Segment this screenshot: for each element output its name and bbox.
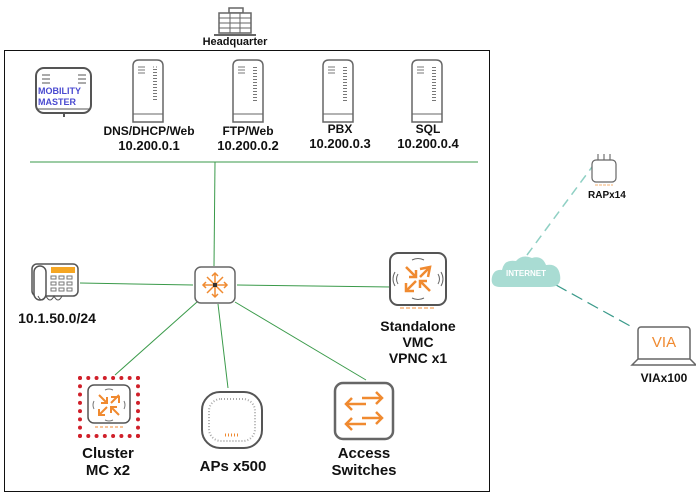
vmc-label-line3: VPNC x1 — [388, 350, 448, 367]
server-label-ftp: FTP/Web 10.200.0.2 — [206, 124, 290, 154]
server-icon — [132, 59, 164, 123]
cloud-icon — [491, 256, 561, 287]
switches-label-line1: Access — [337, 445, 391, 462]
server-label-sql: SQL 10.200.0.4 — [386, 122, 470, 152]
switches-label-line2: Switches — [331, 462, 397, 480]
switches-label: Access Switches — [318, 445, 410, 480]
phone-label: 10.1.50.0/24 — [18, 310, 96, 326]
cluster-label: Cluster MC x2 — [58, 445, 158, 480]
core-switch-icon — [194, 266, 236, 304]
internet-cloud-node[interactable]: INTERNET — [490, 253, 564, 289]
server-node-pbx[interactable] — [321, 58, 355, 129]
cluster-label-line2: MC x2 — [85, 462, 131, 480]
cluster-mc-node[interactable] — [78, 376, 140, 438]
vmc-controller-icon — [389, 252, 447, 309]
server-label-pbx: PBX 10.200.0.3 — [298, 122, 382, 152]
server-node-sql[interactable] — [410, 58, 444, 129]
internet-to-via-link — [555, 284, 633, 328]
ap-node[interactable] — [199, 389, 265, 456]
server-ip: 10.200.0.3 — [309, 135, 371, 151]
access-point-icon — [201, 391, 263, 449]
mobility-master-line2: MASTER — [38, 97, 76, 107]
server-node-dns[interactable] — [131, 58, 165, 129]
core-to-switches-link — [234, 301, 367, 381]
server-name: PBX — [327, 122, 353, 136]
server-node-ftp[interactable] — [231, 58, 265, 129]
server-name: DNS/DHCP/Web — [103, 124, 195, 138]
bus-to-core-link — [213, 161, 216, 267]
vmc-node[interactable] — [386, 250, 450, 317]
via-laptop-node[interactable]: VIA — [630, 325, 696, 367]
via-label: VIAx100 — [640, 371, 688, 385]
server-name: SQL — [415, 122, 441, 136]
server-icon — [411, 59, 443, 123]
internet-to-rap-link — [526, 166, 593, 256]
core-to-aps-link — [217, 303, 229, 389]
mobility-master-line1: MOBILITY — [38, 86, 81, 96]
server-label-dns: DNS/DHCP/Web 10.200.0.1 — [96, 124, 202, 154]
headquarter-frame — [4, 50, 490, 492]
vmc-label: Standalone VMC VPNC x1 — [364, 318, 472, 366]
rap-node[interactable] — [589, 152, 619, 193]
access-switch-icon — [333, 381, 395, 441]
access-switch-node[interactable] — [332, 380, 396, 447]
server-icon — [232, 59, 264, 123]
building-icon — [214, 7, 256, 36]
server-ip: 10.200.0.1 — [118, 137, 180, 153]
phone-node[interactable] — [30, 262, 80, 311]
cluster-controller-icon — [87, 384, 131, 428]
mobility-master-icon — [35, 67, 92, 117]
vmc-label-line2: VMC — [402, 334, 434, 351]
server-ip: 10.200.0.2 — [217, 137, 279, 153]
phone-icon — [31, 263, 79, 301]
laptop-icon — [630, 326, 696, 366]
mobility-master-node[interactable]: MOBILITY MASTER — [34, 66, 94, 120]
core-to-vmc-link — [236, 284, 393, 288]
aps-label: APs x500 — [199, 458, 267, 475]
rap-label: RAPx14 — [588, 190, 626, 201]
server-ip: 10.200.0.4 — [397, 135, 459, 151]
headquarter-label: Headquarter — [202, 36, 268, 48]
remote-ap-icon — [591, 154, 617, 186]
server-icon — [322, 59, 354, 123]
vmc-label-line1: Standalone — [380, 318, 456, 334]
via-screen-label: VIA — [651, 334, 677, 351]
internet-label: INTERNET — [506, 269, 546, 278]
phone-to-core-link — [79, 282, 194, 286]
cluster-label-line1: Cluster — [82, 445, 134, 462]
server-name: FTP/Web — [222, 124, 274, 138]
core-to-cluster-link — [114, 301, 198, 376]
core-switch-node[interactable] — [193, 265, 237, 310]
